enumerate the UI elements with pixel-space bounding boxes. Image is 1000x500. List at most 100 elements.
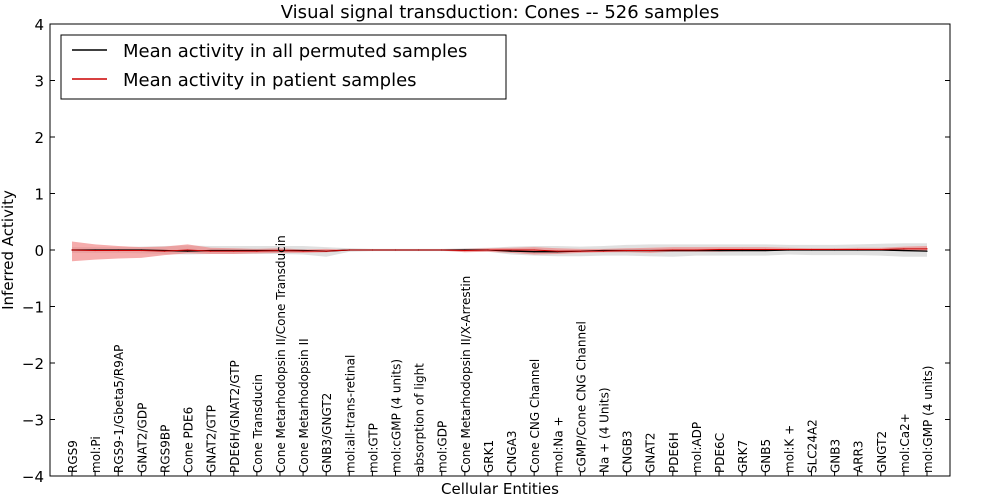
point-permuted	[718, 249, 720, 252]
point-patient	[903, 248, 905, 250]
point-permuted	[533, 251, 535, 253]
point-permuted	[741, 249, 743, 252]
point-patient	[186, 249, 189, 251]
x-tick-label: cGMP/Cone CNG Channel	[574, 321, 588, 473]
legend: Mean activity in all permuted samples Me…	[60, 34, 507, 100]
x-tick-label: SLC24A2	[805, 419, 819, 473]
x-tick-label: CNGB3	[621, 430, 635, 473]
x-tick-label: GRK7	[736, 440, 750, 473]
point-patient	[487, 249, 489, 251]
x-tick-label: Cone Metarhodopsin II/Cone Transducin	[274, 235, 288, 473]
x-tick-label: mol:GDP	[436, 421, 450, 473]
point-permuted	[926, 250, 928, 252]
point-patient	[140, 249, 142, 252]
legend-box	[60, 34, 507, 100]
point-patient	[441, 249, 443, 251]
point-permuted	[903, 249, 905, 252]
point-patient	[94, 249, 96, 252]
point-patient	[787, 248, 789, 251]
x-tick-label: GNB3/GNGT2	[320, 393, 334, 473]
x-tick-label: CNGA3	[505, 431, 519, 474]
x-tick-label: GRK1	[482, 440, 496, 473]
point-patient	[857, 248, 859, 251]
point-patient	[302, 250, 304, 252]
x-tick-label: mol:ADP	[690, 422, 704, 473]
point-patient	[210, 250, 212, 252]
x-tick-label: Cone Transducin	[251, 374, 265, 473]
point-patient	[764, 248, 766, 251]
x-tick-label: Cone Metarhodopsin II/X-Arrestin	[459, 276, 473, 473]
point-permuted	[764, 249, 766, 252]
y-tick-label: 3	[34, 73, 44, 91]
x-tick-label: mol:K +	[782, 425, 796, 473]
point-patient	[464, 249, 466, 252]
y-tick-label: 2	[34, 129, 44, 147]
point-patient	[71, 249, 73, 251]
point-patient	[371, 249, 374, 251]
point-patient	[510, 249, 512, 251]
x-tick-label: PDE6C	[713, 433, 727, 473]
x-tick-label: GNB3	[829, 439, 843, 473]
x-tick-label: mol:Ca2+	[898, 413, 912, 473]
point-patient	[325, 250, 327, 252]
point-patient	[394, 249, 397, 251]
y-tick-label: −1	[22, 299, 44, 317]
point-patient	[556, 250, 558, 252]
x-tick-label: GNAT2	[644, 432, 658, 473]
x-tick-label: Cone CNG Channel	[528, 359, 542, 473]
point-patient	[348, 249, 350, 251]
x-tick-label: PDE6H/GNAT2/GTP	[228, 360, 242, 473]
line-permuted	[72, 249, 928, 253]
point-patient	[233, 250, 235, 252]
x-axis-label: Cellular Entities	[441, 480, 559, 498]
line-patient	[71, 248, 927, 252]
point-patient	[418, 249, 420, 251]
x-tick-label: Cone Metarhodopsin II	[297, 338, 311, 473]
x-tick-label: GNAT2/GDP	[135, 403, 149, 473]
x-tick-label: Cone PDE6	[182, 407, 196, 473]
y-tick-label: −4	[22, 468, 44, 486]
point-patient	[625, 249, 628, 252]
y-tick-label: −2	[22, 355, 44, 373]
x-tick-label: RGS9BP	[158, 425, 172, 473]
point-permuted	[510, 250, 512, 252]
x-tick-label: RGS9-1/Gbeta5/R9AP	[112, 345, 126, 473]
point-patient	[741, 248, 743, 251]
y-tick-label: 0	[34, 242, 44, 260]
point-patient	[602, 250, 605, 252]
x-tick-label: mol:Pi	[89, 436, 103, 473]
lines-layer	[71, 248, 928, 253]
point-patient	[533, 249, 535, 251]
point-patient	[279, 249, 281, 252]
x-tick-label: PDE6H	[667, 432, 681, 473]
x-tick-label: GNB5	[759, 439, 773, 473]
point-patient	[649, 249, 651, 252]
y-axis-label: Inferred Activity	[0, 190, 17, 310]
y-tick-label: −3	[22, 412, 44, 430]
point-patient	[810, 248, 813, 251]
x-tick-label: GNAT2/GTP	[205, 405, 219, 473]
point-patient	[833, 248, 836, 251]
x-tick-label: GNGT2	[875, 431, 889, 473]
x-tick-label: Na + (4 Units)	[597, 387, 611, 473]
x-tick-label: mol:Na +	[551, 416, 565, 473]
chart-title: Visual signal transduction: Cones -- 526…	[281, 2, 719, 23]
point-permuted	[186, 250, 189, 252]
x-tick-label: mol:all-trans-retinal	[343, 355, 357, 473]
legend-label-patient: Mean activity in patient samples	[123, 70, 417, 91]
point-patient	[256, 250, 258, 252]
x-tick-label: mol:GMP (4 units)	[921, 366, 935, 473]
point-patient	[718, 248, 720, 251]
point-patient	[579, 250, 581, 252]
x-tick-label: mol:GTP	[366, 423, 380, 473]
point-patient	[672, 249, 674, 251]
band-patient	[72, 241, 927, 262]
point-patient	[163, 250, 166, 252]
x-tick-label: RGS9	[66, 440, 80, 473]
legend-label-permuted: Mean activity in all permuted samples	[123, 41, 467, 62]
x-tick-label: mol:cGMP (4 units)	[390, 359, 404, 473]
x-tick-label: ARR3	[852, 440, 866, 473]
